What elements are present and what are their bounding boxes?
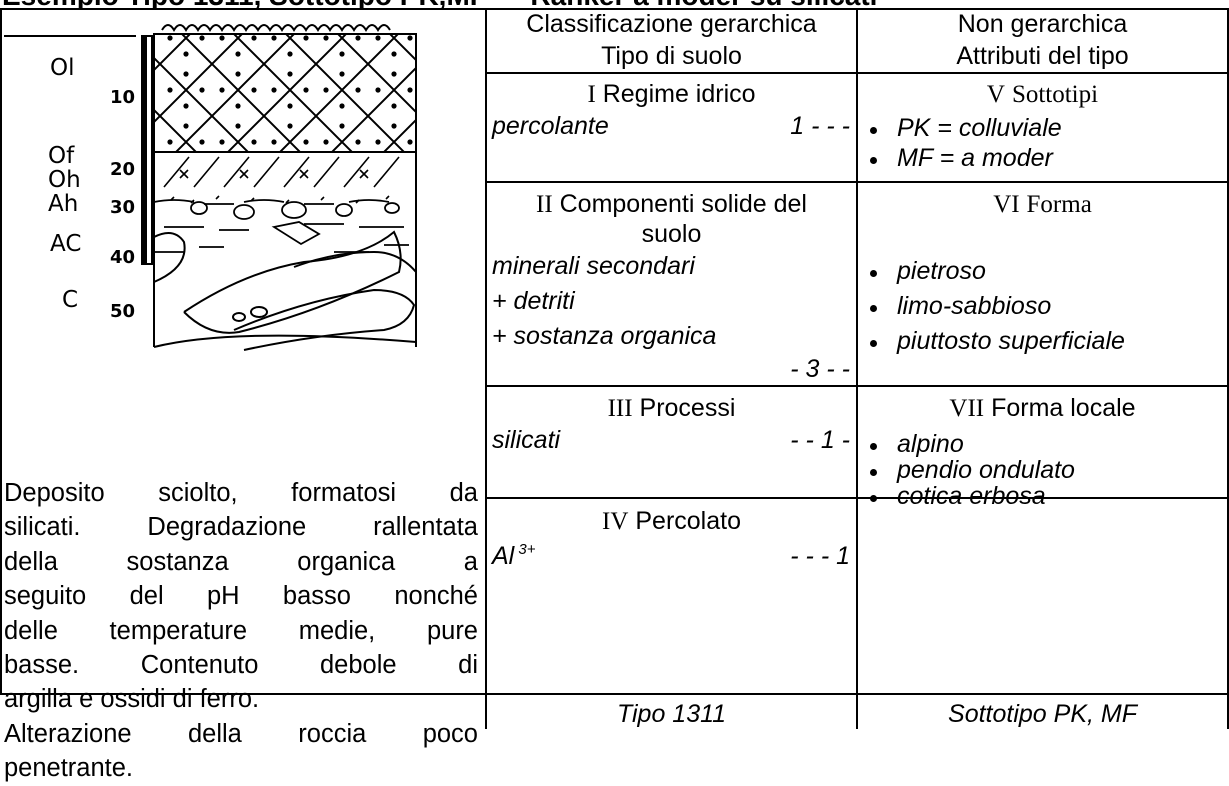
description-line: argilla e ossidi di ferro.	[4, 685, 260, 714]
row4-value: Al 3+	[492, 541, 536, 570]
ah-ac-layers	[153, 199, 409, 253]
horizon-label-of: Of	[48, 143, 75, 169]
bullet-icon	[870, 443, 877, 450]
description-line: della sostanza organica a	[4, 547, 478, 576]
oh-layer-hatch	[163, 156, 400, 204]
row2-value: minerali secondari	[492, 252, 695, 280]
bullet-icon	[870, 340, 877, 347]
description-line: seguito del pH basso nonché	[4, 582, 478, 611]
page-title: Esempio Tipo 1311, Sottotipo PK,MF — Ran…	[2, 0, 877, 8]
nonhierarchical-header-line1: Non gerarchica	[957, 10, 1128, 38]
row1-attr-title: V Sottotipi	[986, 81, 1099, 108]
column-divider-1	[485, 8, 487, 729]
horizon-label-c: C	[62, 287, 79, 313]
row1-value: percolante	[492, 112, 609, 140]
description-line: silicati. Degradazione rallentata	[4, 513, 478, 542]
column-divider-2	[856, 8, 858, 729]
table-bottom-border	[0, 693, 1229, 695]
footer-subtype: Sottotipo PK, MF	[948, 700, 1137, 728]
row2-attr-title: VI Forma	[993, 191, 1092, 218]
row1-title: I Regime idrico	[587, 80, 756, 108]
row3-attribute: cotica erbosa	[897, 482, 1046, 510]
horizon-label-ac: AC	[50, 231, 82, 257]
row2-attribute: limo-sabbioso	[897, 292, 1052, 320]
description-line: Deposito sciolto, formatosi da	[4, 479, 478, 507]
row3-attribute: alpino	[897, 430, 964, 458]
footer-type: Tipo 1311	[616, 700, 727, 728]
row2-value: + sostanza organica	[492, 322, 717, 350]
description-line: penetrante.	[4, 754, 134, 783]
soil-profile-illustration	[4, 24, 417, 351]
row2-attribute: piuttosto superficiale	[897, 327, 1125, 355]
row1-divider	[485, 181, 1229, 183]
row4-title: IV Percolato	[602, 507, 741, 535]
row3-attribute: pendio ondulato	[897, 456, 1075, 484]
row2-code: - 3 - -	[790, 355, 850, 383]
row1-attribute: MF = a moder	[897, 144, 1053, 172]
horizon-label-ah: Ah	[48, 191, 79, 217]
right-border	[1227, 8, 1229, 729]
row2-title-line1: II Componenti solide del	[536, 190, 807, 218]
bedrock-layer	[153, 230, 417, 351]
depth-tick-40: 40	[110, 247, 136, 268]
depth-tick-10: 10	[110, 87, 136, 108]
horizon-label-oh: Oh	[48, 167, 81, 193]
nonhierarchical-header-line2: Attributi del tipo	[956, 42, 1129, 70]
depth-tick-50: 50	[110, 301, 136, 322]
row3-value: silicati	[492, 426, 561, 454]
depth-tick-20: 20	[110, 159, 136, 180]
header-divider	[485, 72, 1229, 74]
description-line: basse. Contenuto debole di	[4, 651, 478, 680]
bullet-icon	[870, 305, 877, 312]
row3-attr-title: VII Forma locale	[949, 394, 1136, 422]
row2-title-line2: suolo	[641, 220, 702, 248]
row2-attribute: pietroso	[897, 257, 986, 285]
horizon-label-ol: Ol	[50, 55, 75, 81]
row3-title: III Processi	[607, 394, 736, 422]
row1-code: 1 - - -	[790, 112, 850, 140]
description-line: delle temperature medie, pure	[4, 616, 478, 645]
bullet-icon	[870, 270, 877, 277]
organic-layer	[153, 33, 417, 153]
row2-divider	[485, 385, 1229, 387]
row3-code: - - 1 -	[790, 426, 850, 454]
table-top-border	[0, 8, 1229, 10]
hierarchical-header-line2: Tipo di suolo	[601, 42, 742, 70]
left-border	[0, 8, 2, 694]
page-title-strip: Esempio Tipo 1311, Sottotipo PK,MF — Ran…	[0, 0, 1229, 8]
description-line: Alterazione della roccia poco	[4, 719, 478, 748]
hierarchical-header-line1: Classificazione gerarchica	[526, 10, 817, 38]
bullet-icon	[870, 127, 877, 134]
row2-value: + detriti	[492, 287, 575, 315]
bullet-icon	[870, 469, 877, 476]
row4-code: - - - 1	[790, 542, 850, 570]
bullet-icon	[870, 157, 877, 164]
soil-description: Deposito sciolto, formatosi da silicati.…	[4, 476, 478, 786]
depth-tick-30: 30	[110, 197, 136, 218]
row3-divider	[485, 497, 1229, 499]
grass-surface	[161, 24, 391, 32]
bullet-icon	[870, 495, 877, 502]
row1-attribute: PK = colluviale	[897, 114, 1062, 142]
